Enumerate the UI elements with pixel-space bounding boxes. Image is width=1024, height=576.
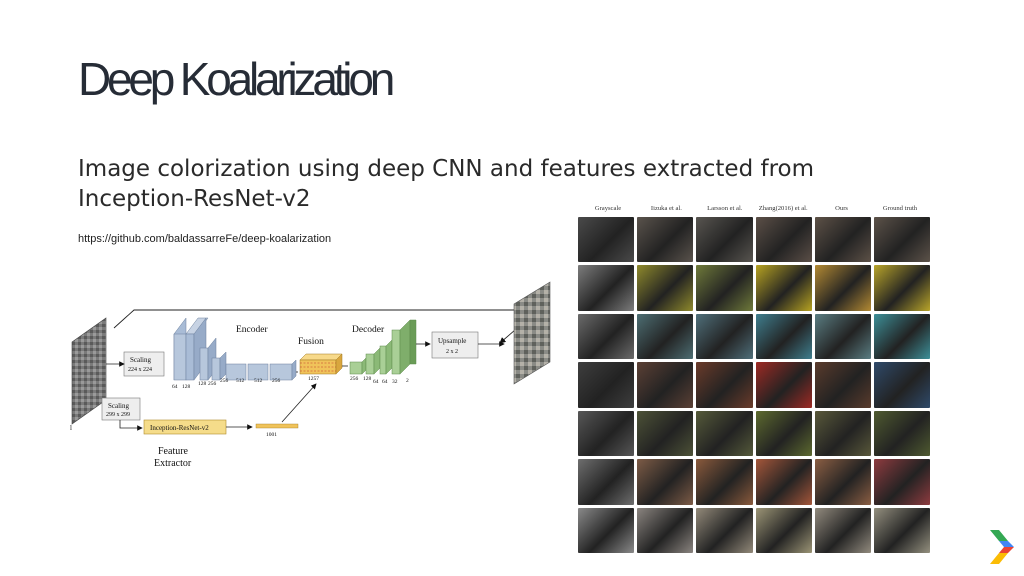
comparison-image [814, 459, 871, 505]
fusion-block [299, 353, 343, 375]
comparison-image [755, 410, 812, 457]
decoder-dim-3: 64 [382, 379, 388, 385]
decoder-dim-2: 64 [373, 379, 379, 385]
scaling-top-size: 224 x 224 [128, 367, 152, 373]
comparison-image [637, 507, 694, 553]
comparison-image [814, 507, 871, 553]
comparison-image [637, 313, 694, 360]
decoder-dim-4: 32 [392, 379, 398, 385]
upsample-label: Upsample [438, 337, 466, 345]
comparison-image [578, 410, 635, 457]
decoder-dims: 256 128 64 64 32 2 [350, 376, 409, 385]
encoder-label: Encoder [236, 325, 268, 335]
comparison-image [578, 265, 635, 311]
encoder-dim-4: 256 [220, 378, 229, 384]
comparison-image [814, 362, 871, 408]
scaling-top-label: Scaling [130, 356, 151, 364]
comparison-image [578, 313, 635, 360]
comparison-image [873, 459, 930, 505]
comparison-image [873, 410, 930, 457]
comparison-image [578, 459, 635, 505]
comparison-image [755, 507, 812, 553]
comparison-headers: Grayscale Iizuka et al. Larsson et al. Z… [578, 205, 930, 217]
comparison-image [696, 217, 753, 263]
encoder-dim-2: 128 [198, 381, 207, 387]
encoder-dim-6: 512 [254, 378, 263, 384]
comparison-image [873, 265, 930, 311]
header-grayscale: Grayscale [594, 205, 622, 212]
comparison-image [814, 265, 871, 311]
comparison-image [814, 313, 871, 360]
scaling-bottom-size: 299 x 299 [106, 412, 130, 418]
comparison-image [578, 507, 635, 553]
encoder-dim-0: 64 [172, 384, 178, 390]
comparison-image [578, 362, 635, 408]
comparison-image [637, 410, 694, 457]
comparison-figure: Grayscale Iizuka et al. Larsson et al. Z… [578, 205, 930, 553]
architecture-diagram: l Scaling 224 x 224 Encoder [60, 270, 560, 485]
comparison-image [696, 507, 753, 553]
comparison-image [637, 265, 694, 311]
upsample-box: Upsample 2 x 2 [431, 331, 479, 359]
encoder-blocks [173, 317, 297, 381]
inception-block: Inception-ResNet-v2 [143, 419, 227, 435]
header-ground-truth: Ground truth [882, 205, 918, 212]
comparison-image [755, 362, 812, 408]
feature-vector [255, 423, 299, 429]
encoder-dim-7: 256 [272, 378, 281, 384]
header-zhang: Zhang(2016) et al. [758, 205, 808, 212]
feature-extractor-line2: Extractor [154, 458, 192, 469]
header-iizuka: Iizuka et al. [650, 205, 682, 212]
comparison-image [814, 217, 871, 263]
inception-label: Inception-ResNet-v2 [150, 424, 209, 432]
comparison-image [696, 410, 753, 457]
fusion-size: 1257 [308, 376, 319, 382]
output-image [513, 281, 551, 385]
comparison-image [755, 217, 812, 263]
comparison-image [696, 313, 753, 360]
comparison-image [696, 265, 753, 311]
encoder-dim-1: 128 [182, 384, 191, 390]
chevron-logo-icon [990, 530, 1014, 564]
slide-title: Deep Koalarization [78, 53, 395, 105]
comparison-image [637, 362, 694, 408]
comparison-image [755, 265, 812, 311]
comparison-image [755, 313, 812, 360]
decoder-label: Decoder [352, 325, 385, 335]
comparison-image [873, 362, 930, 408]
vector-size: 1001 [266, 432, 277, 438]
comparison-grid [578, 217, 930, 553]
fusion-label: Fusion [298, 337, 324, 347]
comparison-image [755, 459, 812, 505]
input-marker: l [70, 424, 72, 432]
input-image [71, 317, 107, 425]
comparison-image [696, 362, 753, 408]
comparison-image [873, 313, 930, 360]
comparison-image [873, 507, 930, 553]
header-larsson: Larsson et al. [707, 205, 743, 212]
github-link[interactable]: https://github.com/baldassarreFe/deep-ko… [78, 233, 332, 245]
upsample-size: 2 x 2 [446, 349, 458, 355]
scaling-bottom-label: Scaling [108, 402, 129, 410]
slide-subtitle: Image colorization using deep CNN and fe… [78, 156, 815, 212]
comparison-image [637, 217, 694, 263]
comparison-image [696, 459, 753, 505]
decoder-blocks [349, 319, 417, 375]
encoder-dim-3: 256 [208, 381, 217, 387]
scaling-bottom-box: Scaling 299 x 299 [101, 397, 141, 421]
encoder-dim-5: 512 [236, 378, 245, 384]
header-ours: Ours [835, 205, 848, 212]
comparison-image [814, 410, 871, 457]
decoder-dim-1: 128 [363, 376, 372, 382]
encoder-dims: 64 128 128 256 256 512 512 256 [172, 378, 281, 390]
comparison-image [578, 217, 635, 263]
decoder-dim-5: 2 [406, 378, 409, 384]
comparison-image [637, 459, 694, 505]
decoder-dim-0: 256 [350, 376, 359, 382]
scaling-top-box: Scaling 224 x 224 [123, 351, 165, 377]
feature-extractor-line1: Feature [158, 446, 189, 457]
comparison-image [873, 217, 930, 263]
